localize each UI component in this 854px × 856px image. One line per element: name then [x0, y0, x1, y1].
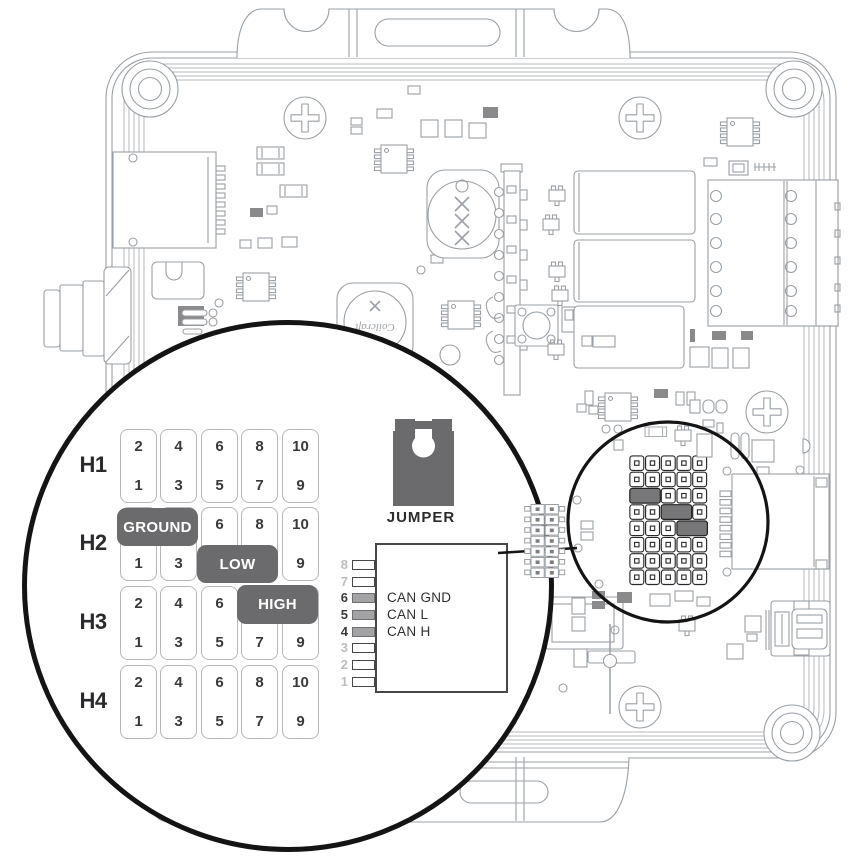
inductor-xxx	[426, 169, 500, 259]
ethernet-connector	[112, 151, 226, 249]
high-badge: HIGH	[237, 585, 318, 624]
low-badge: LOW	[197, 545, 278, 583]
can-l-label: CAN L	[387, 607, 429, 622]
can-pin-number: 7	[340, 574, 348, 589]
ground-jumper-installed	[629, 487, 661, 504]
can-pin-number: 1	[340, 674, 348, 689]
mid-right-passives	[576, 329, 811, 478]
jumper-illustration	[393, 419, 454, 506]
left-bracket-cluster	[151, 261, 224, 335]
passive-components	[239, 85, 498, 366]
can-pin-number: 8	[340, 557, 348, 572]
low-jumper-installed	[660, 504, 693, 521]
header-label-h3: H3	[79, 609, 107, 634]
can-transceiver-box	[375, 543, 508, 693]
can-pin-5-highlighted	[352, 610, 375, 620]
source-highlight-circle	[566, 420, 770, 624]
jumper-caption: JUMPER	[386, 509, 456, 526]
flange-slot	[374, 18, 501, 47]
bottom-center-cluster	[544, 579, 762, 714]
push-button	[514, 304, 577, 347]
flange-slot	[459, 780, 549, 804]
can-pin-7	[352, 577, 375, 587]
can-h-label: CAN H	[387, 624, 431, 639]
usb-connector	[765, 600, 831, 657]
can-pin-2	[352, 660, 375, 670]
can-pin-number: 5	[340, 607, 348, 622]
can-pin-number: 4	[340, 624, 348, 639]
can-pin-number: 3	[340, 640, 348, 655]
terminal-block	[707, 179, 841, 327]
header-label-h1: H1	[79, 452, 107, 477]
can-pin-1	[352, 677, 375, 687]
can-pin-8	[352, 560, 375, 570]
coilcraft-logo-text: Coilcraft	[354, 321, 395, 333]
board-markings	[703, 157, 776, 176]
mounting-flange-top	[236, 8, 631, 58]
can-pin-4-highlighted	[352, 627, 375, 637]
m12-connector	[43, 266, 132, 365]
can-pin-number: 6	[340, 590, 348, 605]
rj45-connector	[722, 465, 830, 577]
header-label-h2: H2	[79, 530, 107, 555]
header-label-h4: H4	[79, 688, 107, 713]
can-pin-3	[352, 643, 375, 653]
high-jumper-installed	[676, 520, 709, 537]
can-pin-number: 2	[340, 657, 348, 672]
jumper-pad-grid	[572, 424, 732, 586]
ground-badge: GROUND	[117, 508, 198, 546]
can-gnd-label: CAN GND	[387, 590, 452, 605]
can-pin-6-highlighted	[352, 593, 375, 603]
relay-bank	[573, 170, 696, 369]
